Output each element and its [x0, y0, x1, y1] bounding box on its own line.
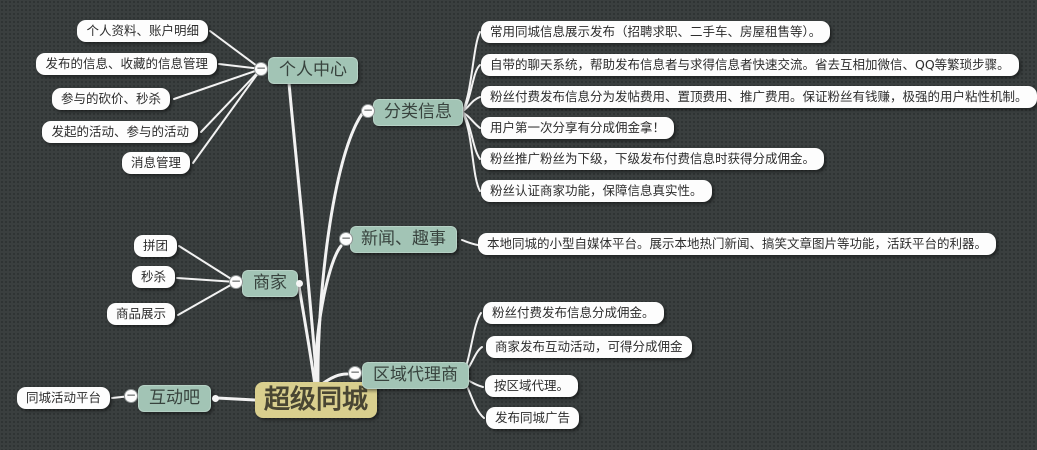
- node-interactive-bar[interactable]: 互动吧: [138, 385, 211, 412]
- leaf-personal-3[interactable]: 发起的活动、参与的活动: [42, 121, 198, 143]
- leaf-personal-1[interactable]: 发布的信息、收藏的信息管理: [36, 53, 217, 75]
- link-dot-merchant: [296, 280, 303, 287]
- leaf-personal-0[interactable]: 个人资料、账户明细: [77, 20, 208, 42]
- link-dot-interactive-bar: [212, 395, 219, 402]
- leaf-agent-0[interactable]: 粉丝付费发布信息分成佣金。: [483, 302, 664, 324]
- leaf-interactive-0[interactable]: 同城活动平台: [16, 387, 110, 409]
- node-root[interactable]: 超级同城: [255, 382, 378, 418]
- leaf-merchant-2[interactable]: 商品展示: [106, 303, 175, 325]
- leaf-classified-3[interactable]: 用户第一次分享有分成佣金拿！: [481, 117, 675, 139]
- node-news-fun[interactable]: 新闻、趣事: [350, 226, 457, 253]
- node-merchant[interactable]: 商家: [242, 270, 298, 297]
- leaf-personal-4[interactable]: 消息管理: [121, 152, 190, 174]
- leaf-agent-3[interactable]: 发布同城广告: [486, 407, 580, 429]
- leaf-agent-1[interactable]: 商家发布互动活动，可得分成佣金: [486, 336, 692, 358]
- collapse-icon-merchant[interactable]: −: [229, 274, 243, 289]
- leaf-personal-2[interactable]: 参与的砍价、秒杀: [51, 88, 170, 110]
- collapse-icon-personal-center[interactable]: −: [254, 61, 268, 76]
- leaf-merchant-1[interactable]: 秒杀: [131, 266, 175, 288]
- leaf-merchant-0[interactable]: 拼团: [133, 235, 177, 257]
- collapse-icon-classified-info[interactable]: −: [361, 103, 375, 118]
- leaf-classified-5[interactable]: 粉丝认证商家功能，保障信息真实性。: [481, 180, 712, 202]
- leaf-agent-2[interactable]: 按区域代理。: [485, 375, 579, 397]
- leaf-news-0[interactable]: 本地同城的小型自媒体平台。展示本地热门新闻、搞笑文章图片等功能，活跃平台的利器。: [478, 233, 997, 255]
- leaf-classified-1[interactable]: 自带的聊天系统，帮助发布信息者与求得信息者快速交流。省去互相加微信、QQ等繁琐步…: [481, 54, 1019, 76]
- node-classified-info[interactable]: 分类信息: [373, 99, 463, 126]
- leaf-classified-2[interactable]: 粉丝付费发布信息分为发帖费用、置顶费用、推广费用。保证粉丝有钱赚，极强的用户粘性…: [481, 86, 1037, 108]
- collapse-icon-regional-agent[interactable]: −: [348, 365, 362, 380]
- node-regional-agent[interactable]: 区域代理商: [362, 362, 469, 389]
- node-personal-center[interactable]: 个人中心: [268, 57, 358, 84]
- leaf-classified-4[interactable]: 粉丝推广粉丝为下级，下级发布付费信息时获得分成佣金。: [481, 148, 825, 170]
- collapse-icon-interactive-bar[interactable]: −: [124, 388, 138, 403]
- leaf-classified-0[interactable]: 常用同城信息展示发布（招聘求职、二手车、房屋租售等）。: [481, 21, 831, 43]
- collapse-icon-news-fun[interactable]: −: [339, 231, 353, 246]
